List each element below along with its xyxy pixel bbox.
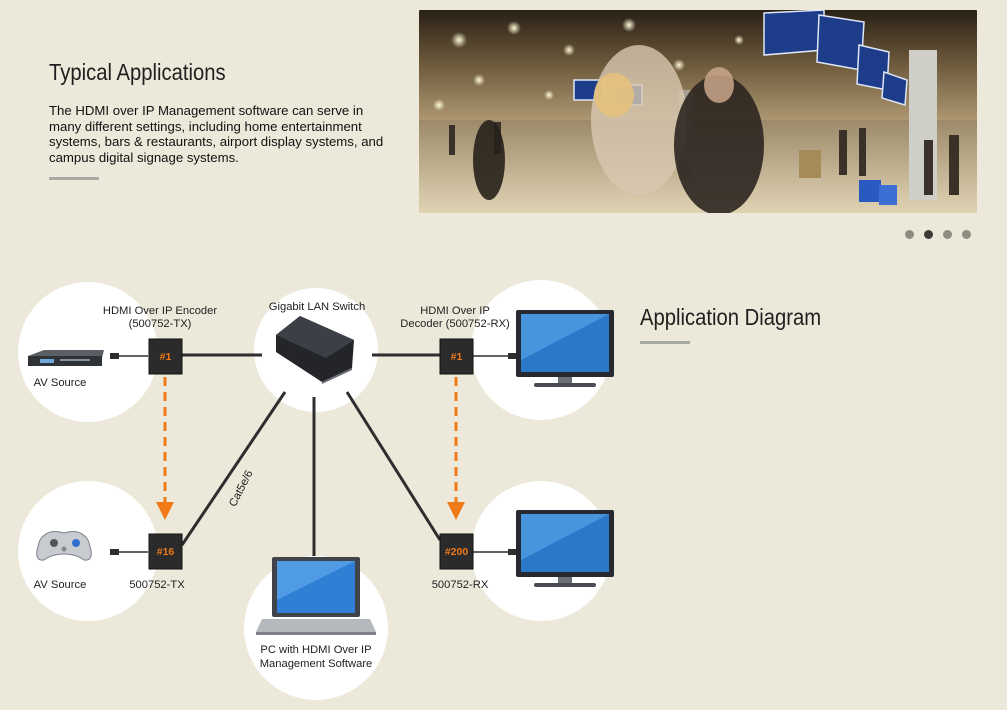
title-underline <box>49 177 99 180</box>
arrow-head-rx <box>447 502 465 520</box>
typical-applications-title: Typical Applications <box>49 59 226 85</box>
badge-tx-16: #16 <box>157 546 175 558</box>
diagram-title-underline <box>640 341 690 344</box>
decoder-box-1 <box>439 338 474 375</box>
decoder-label-line1: HDMI Over IP <box>420 305 490 317</box>
laptop-icon <box>256 557 376 635</box>
pc-label-line2: Management Software <box>260 658 373 670</box>
encoder-label-line1: HDMI Over IP Encoder <box>103 305 217 317</box>
carousel-dots <box>905 230 971 239</box>
application-diagram-title: Application Diagram <box>640 304 822 330</box>
tx-bottom-label: 500752-TX <box>129 579 185 591</box>
badge-tx-1: #1 <box>160 351 172 363</box>
carousel-dot-4[interactable] <box>962 230 971 239</box>
set-top-box-icon <box>28 350 104 366</box>
badge-rx-1: #1 <box>451 351 463 363</box>
encoder-box-16 <box>148 533 183 570</box>
airport-photo <box>419 10 977 213</box>
decoder-box-200 <box>439 533 474 570</box>
lan-switch-icon <box>276 316 354 384</box>
rx-bottom-label: 500752-RX <box>432 579 489 591</box>
carousel-dot-1[interactable] <box>905 230 914 239</box>
av-source-label-top: AV Source <box>34 377 87 389</box>
encoder-label-line2: (500752-TX) <box>129 318 192 330</box>
carousel-dot-3[interactable] <box>943 230 952 239</box>
badge-rx-200: #200 <box>445 546 469 558</box>
cable-label: Cat5e/6 <box>227 468 255 508</box>
network-links <box>180 353 442 556</box>
switch-label: Gigabit LAN Switch <box>269 301 365 313</box>
arrow-head-tx <box>156 502 174 520</box>
tv-icon-bottom <box>516 510 614 587</box>
gamepad-icon <box>36 531 92 561</box>
distribution-arrows <box>163 377 458 503</box>
network-diagram: #1 #16 #1 #200 <box>18 280 614 700</box>
encoder-box-1 <box>148 338 183 375</box>
tv-icon-top <box>516 310 614 387</box>
av-source-label-bottom: AV Source <box>34 579 87 591</box>
typical-applications-text: The HDMI over IP Management software can… <box>49 103 384 165</box>
decoder-label-line2: Decoder (500752-RX) <box>400 318 510 330</box>
device-cables <box>118 355 510 553</box>
pc-label-line1: PC with HDMI Over IP <box>260 644 371 656</box>
carousel-dot-2[interactable] <box>924 230 933 239</box>
